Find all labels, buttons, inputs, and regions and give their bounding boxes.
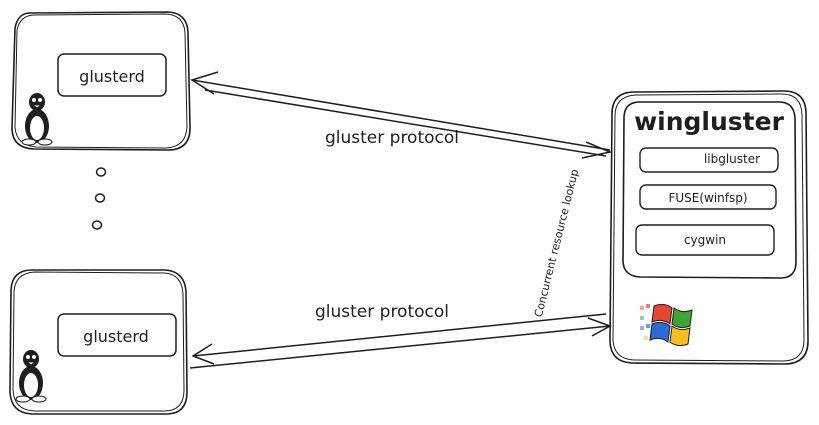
arrow-bottom-head-left: [191, 343, 215, 365]
client-outer-box: [609, 90, 809, 365]
component-box-cygwin: [635, 224, 775, 256]
arrow-bottom-shaft-a: [192, 313, 607, 357]
arrow-top-head-right: [581, 141, 613, 159]
server-box-bottom-sketch: [12, 271, 185, 412]
server-node-top: glusterd: [11, 11, 191, 151]
server-box-top: [11, 11, 191, 151]
client-node: wingluster libgluster FUSE(winfsp) cygwi…: [609, 90, 809, 365]
server-box-bottom: [9, 269, 188, 415]
component-label-fuse: FUSE(winfsp): [668, 191, 747, 205]
arrow-top-shaft-a: [191, 79, 611, 151]
ellipsis-dots: [91, 167, 107, 230]
ellipsis-dot: [95, 167, 107, 177]
component-box-libgluster: [639, 147, 779, 173]
arrow-bottom-bidirectional: [189, 313, 612, 369]
client-outer-box-sketch: [612, 93, 805, 362]
component-label-libgluster: libgluster: [704, 152, 760, 166]
client-inner-box: [622, 101, 797, 279]
ellipsis-dot: [91, 220, 103, 230]
component-box-fuse: [639, 184, 777, 210]
arrow-bottom-head-right: [587, 317, 612, 337]
daemon-box-bottom: [57, 313, 177, 357]
ellipsis-dot: [94, 193, 106, 203]
daemon-label-top: glusterd: [79, 67, 145, 86]
arrow-top-bidirectional: [190, 71, 613, 159]
tux-icon: [21, 93, 53, 146]
daemon-label-bottom: glusterd: [83, 327, 149, 346]
diagonal-label: Concurrent resource lookup: [532, 168, 581, 319]
arrow-top-label: gluster protocol: [325, 128, 459, 148]
component-label-cygwin: cygwin: [684, 233, 726, 247]
arrow-bottom-label: gluster protocol: [315, 302, 449, 322]
server-node-bottom: glusterd: [9, 269, 188, 415]
arrow-top-shaft-b: [204, 89, 607, 157]
server-box-top-sketch: [14, 13, 188, 149]
arrow-bottom-shaft-b: [189, 325, 611, 369]
daemon-box-top: [57, 53, 167, 97]
client-title: wingluster: [634, 107, 785, 136]
tux-icon: [15, 350, 47, 403]
arrow-top-head-left: [190, 71, 219, 95]
windows-logo-icon: [640, 303, 693, 347]
